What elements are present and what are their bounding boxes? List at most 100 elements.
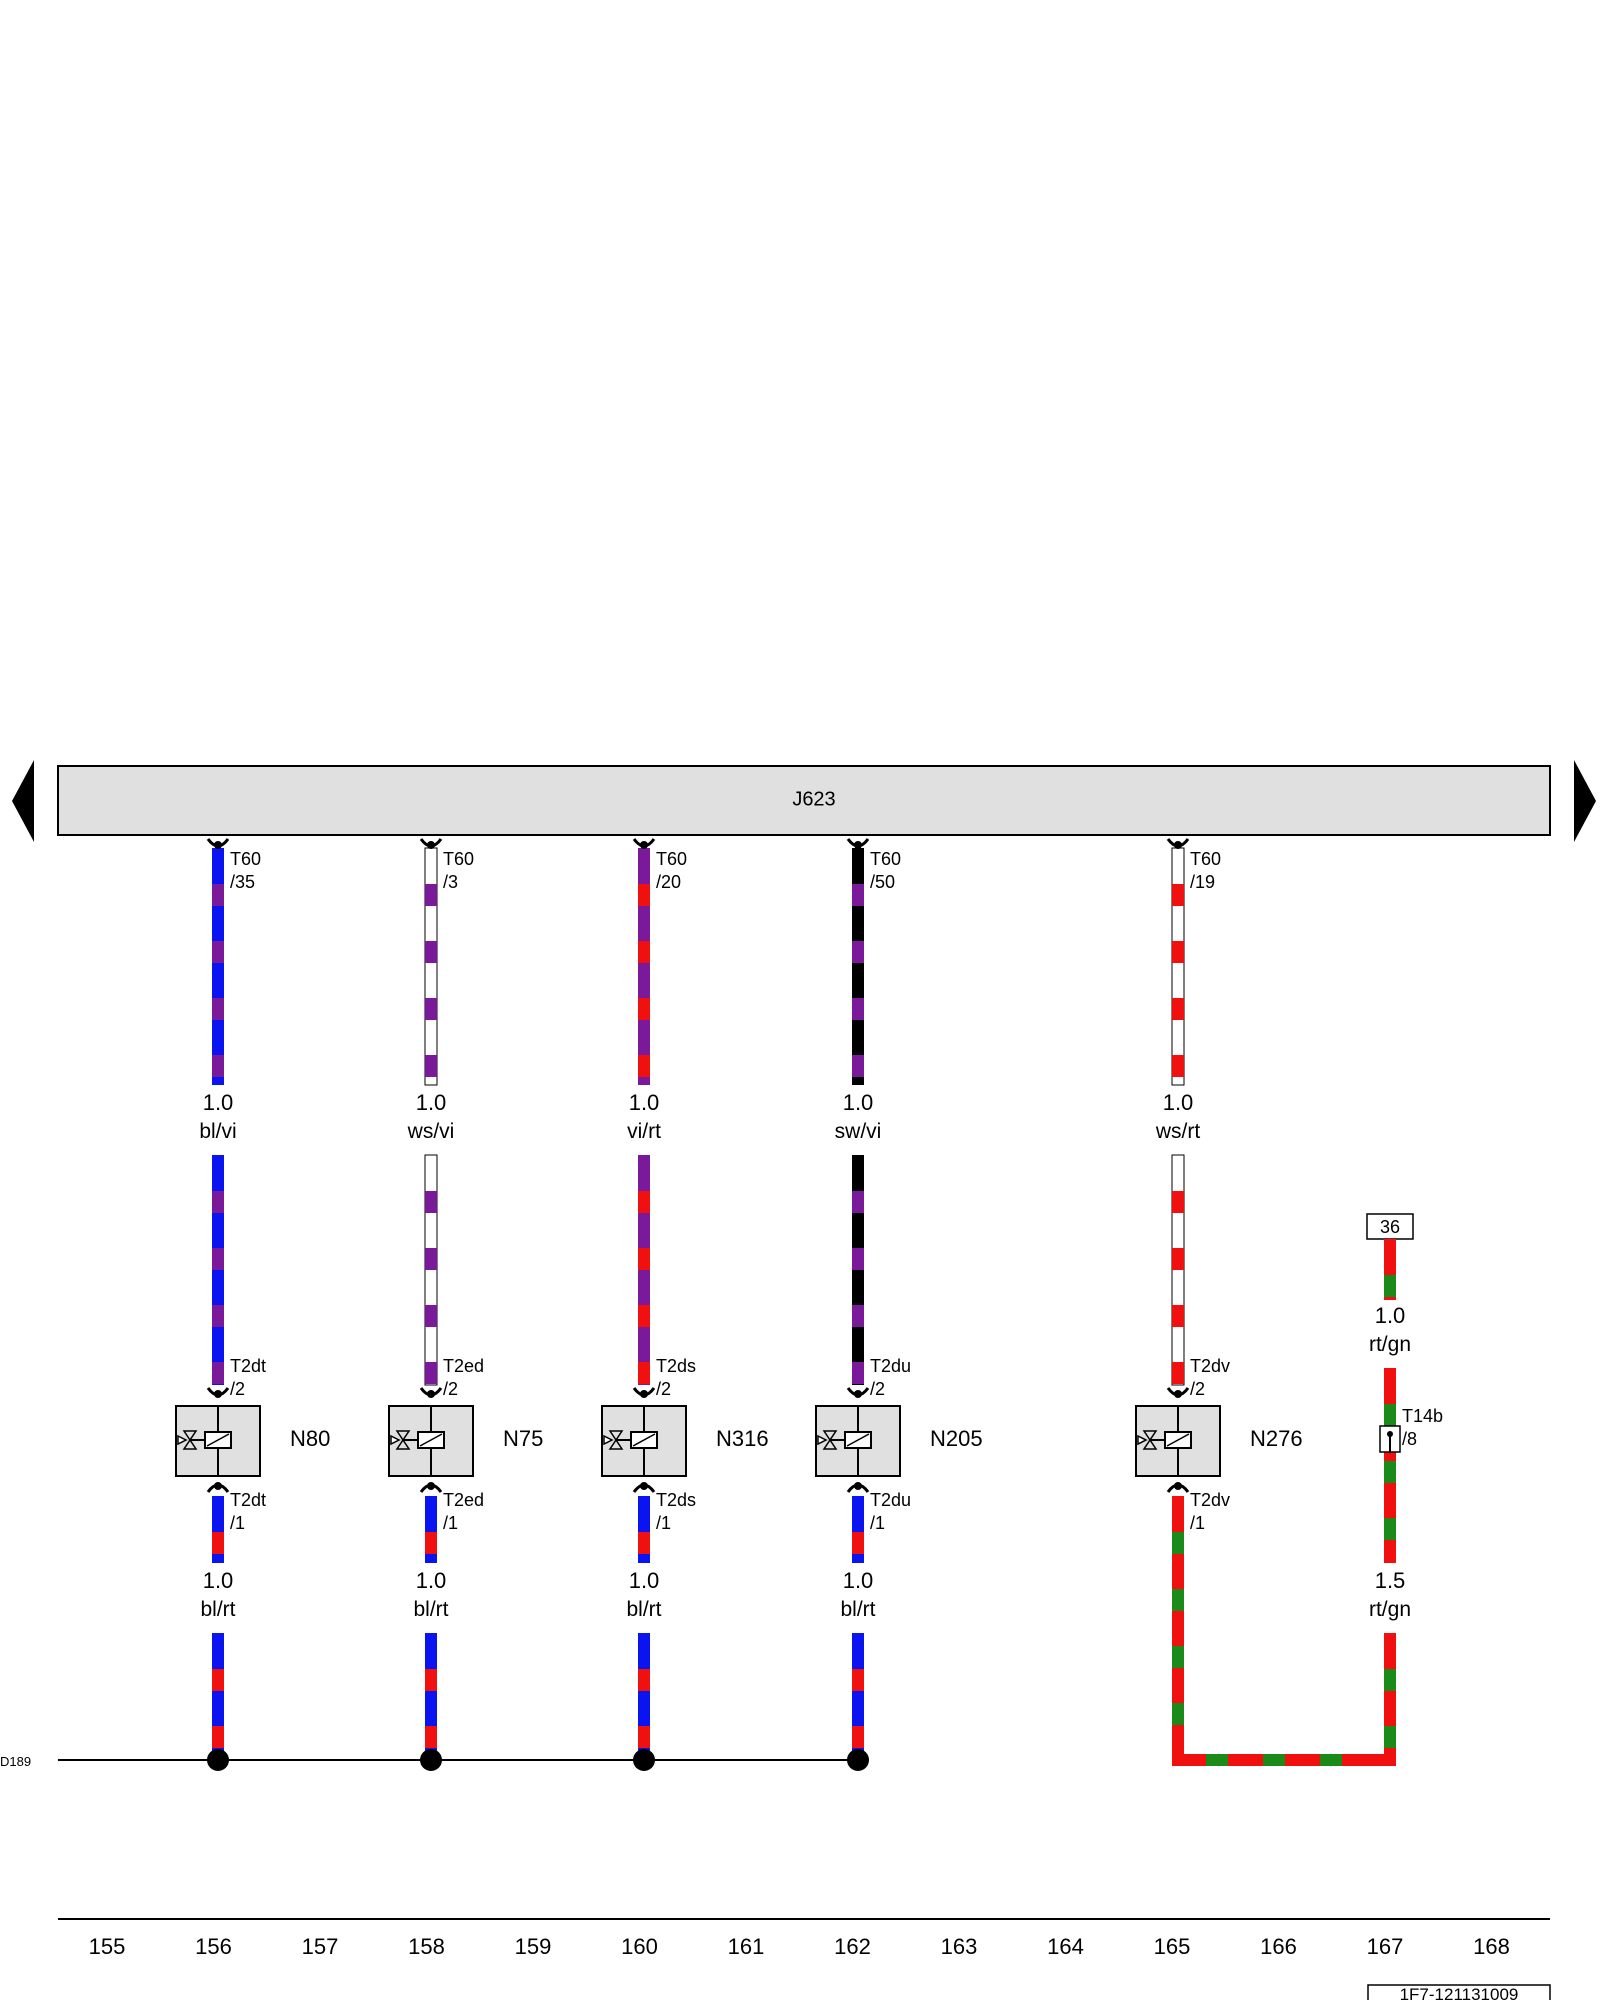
solenoid-valve-symbol (388, 1405, 474, 1477)
connector-valve-bottom (419, 1482, 443, 1493)
wire-upper (852, 848, 864, 1085)
supply-wire-upper (1384, 1368, 1396, 1563)
connector-name: T14b (1402, 1406, 1443, 1426)
wire-color-code: vi/rt (627, 1120, 661, 1143)
column-number: 165 (1154, 1934, 1191, 1959)
connector-name: T60 (230, 849, 261, 869)
connector-pin: /2 (1190, 1379, 1205, 1399)
component-label: N75 (503, 1426, 543, 1451)
connector-valve-bottom (632, 1482, 656, 1493)
column-number: 161 (728, 1934, 765, 1959)
connector-pin: /35 (230, 872, 255, 892)
connector-pin: /20 (656, 872, 681, 892)
wire-upper (638, 848, 650, 1085)
column-number: 155 (89, 1934, 126, 1959)
wire-lower (852, 1496, 864, 1563)
ground-junction (847, 1749, 869, 1771)
column-number: 168 (1473, 1934, 1510, 1959)
wire-color-code: bl/rt (413, 1598, 448, 1621)
connector-pin: /50 (870, 872, 895, 892)
column-number: 156 (195, 1934, 232, 1959)
component-label: N316 (716, 1426, 769, 1451)
wire-size: 1.0 (416, 1568, 447, 1593)
column-number: 159 (515, 1934, 552, 1959)
column-number: 158 (408, 1934, 445, 1959)
wire-size: 1.0 (1163, 1090, 1194, 1115)
wire-lower (212, 1496, 224, 1563)
terminal-number: 36 (1380, 1217, 1400, 1237)
connector-pin: /1 (1190, 1513, 1205, 1533)
connector-name: T2ds (656, 1356, 696, 1376)
connector-pin: /1 (230, 1513, 245, 1533)
connector-pin: /1 (656, 1513, 671, 1533)
connector-valve-bottom (846, 1482, 870, 1493)
connector-pin: /2 (870, 1379, 885, 1399)
connector-valve-bottom (1166, 1482, 1190, 1493)
previous-page-arrow[interactable] (12, 760, 34, 842)
wire-lower (638, 1633, 650, 1755)
circuits-group: T60/351.0bl/viT2dt/2N80T2dt/11.0bl/rtT60… (175, 838, 1303, 1771)
supply-wire-lower (1384, 1633, 1396, 1766)
terminal-box (1366, 1213, 1414, 1240)
wire-color-code: bl/rt (626, 1598, 661, 1621)
connector-name: T2ed (443, 1356, 484, 1376)
wire-size: 1.0 (843, 1568, 874, 1593)
wire-color-code: rt/gn (1369, 1598, 1411, 1621)
wire-lower (425, 1496, 437, 1563)
solenoid-valve-symbol (1135, 1405, 1221, 1477)
wire-lower (1172, 1496, 1184, 1766)
wire-size: 1.0 (629, 1090, 660, 1115)
wire-size: 1.0 (843, 1090, 874, 1115)
wire-color-code: ws/vi (407, 1120, 455, 1143)
connector-valve-top (206, 1387, 230, 1398)
connector-pin: /2 (230, 1379, 245, 1399)
wire-upper (852, 1155, 864, 1385)
connector-t60 (1166, 838, 1190, 849)
wire-upper (212, 848, 224, 1085)
connector-t60 (632, 838, 656, 849)
supply-wire-horizontal (1172, 1754, 1396, 1766)
connector-t60 (846, 838, 870, 849)
column-number: 164 (1047, 1934, 1084, 1959)
next-page-arrow[interactable] (1574, 760, 1596, 842)
connector-pin: /8 (1402, 1429, 1417, 1449)
connector-pin: /2 (443, 1379, 458, 1399)
column-number: 162 (834, 1934, 871, 1959)
solenoid-valve-symbol (175, 1405, 261, 1477)
connector-pin: /1 (870, 1513, 885, 1533)
wire-size: 1.0 (629, 1568, 660, 1593)
ground-junction (420, 1749, 442, 1771)
wire-size: 1.0 (203, 1090, 234, 1115)
wire-upper (1171, 847, 1185, 1086)
wire-color-code: bl/vi (199, 1120, 236, 1143)
connector-name: T2dt (230, 1356, 266, 1376)
wire-lower (425, 1633, 437, 1755)
solenoid-valve-symbol (815, 1405, 901, 1477)
wire-size: 1.5 (1375, 1568, 1406, 1593)
wire-upper (212, 1155, 224, 1385)
wire-upper (638, 1155, 650, 1385)
connector-name: T2dv (1190, 1490, 1230, 1510)
connector-t14b (1379, 1425, 1401, 1453)
connector-name: T60 (870, 849, 901, 869)
connector-t60 (206, 838, 230, 849)
ground-junction (633, 1749, 655, 1771)
wire-size: 1.0 (203, 1568, 234, 1593)
wire-size: 1.0 (1375, 1303, 1406, 1328)
connector-name: T60 (443, 849, 474, 869)
connector-name: T60 (656, 849, 687, 869)
column-number: 157 (302, 1934, 339, 1959)
component-label: N276 (1250, 1426, 1303, 1451)
control-unit-box (57, 765, 1551, 836)
connector-name: T2dv (1190, 1356, 1230, 1376)
ground-label: D189 (0, 1754, 31, 1769)
connector-name: T2ds (656, 1490, 696, 1510)
connector-valve-top (846, 1387, 870, 1398)
connector-valve-top (419, 1387, 443, 1398)
wire-lower (212, 1633, 224, 1755)
